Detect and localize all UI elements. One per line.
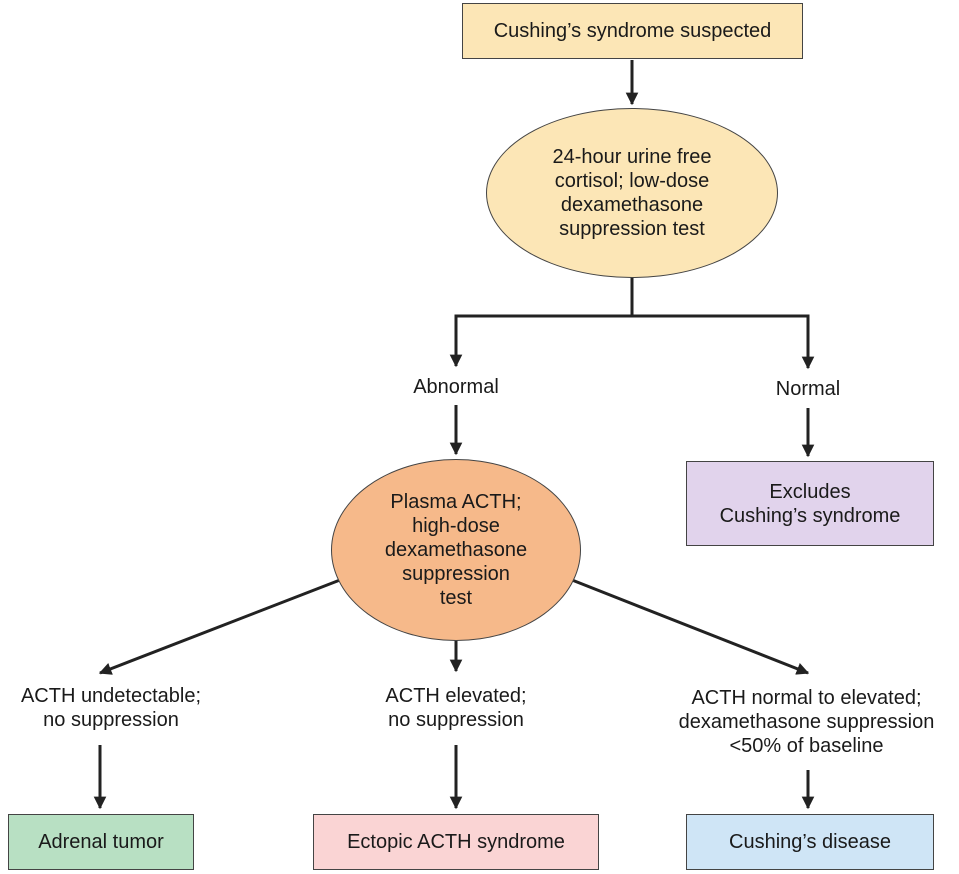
result-left-label: ACTH undetectable; no suppression bbox=[0, 680, 222, 736]
excludes-line-1: Cushing’s syndrome bbox=[719, 504, 901, 527]
high-dose-test-ellipse: Plasma ACTH; high-dose dexamethasone sup… bbox=[331, 459, 581, 641]
ectopic-acth-box: Ectopic ACTH syndrome bbox=[313, 814, 599, 870]
disease-line-0: Cushing’s disease bbox=[729, 831, 891, 853]
res-mid-line-0: ACTH elevated; bbox=[385, 685, 527, 707]
test2-line-0: Plasma ACTH; bbox=[390, 491, 522, 513]
res-right-line-1: dexamethasone suppression bbox=[678, 711, 935, 733]
test1-line-2: dexamethasone bbox=[560, 194, 704, 216]
arrow-test2-to-right bbox=[571, 578, 810, 675]
excludes-line-0: Excludes bbox=[769, 480, 851, 503]
start-box: Cushing’s syndrome suspected bbox=[462, 3, 803, 59]
ectopic-line-0: Ectopic ACTH syndrome bbox=[347, 831, 565, 853]
branch-test1-to-results bbox=[454, 314, 810, 365]
excludes-box: Excludes Cushing’s syndrome bbox=[686, 461, 934, 546]
test2-line-4: test bbox=[439, 587, 473, 609]
abnormal-line-0: Abnormal bbox=[413, 376, 499, 398]
res-right-line-0: ACTH normal to elevated; bbox=[691, 687, 922, 709]
test1-line-1: cortisol; low-dose bbox=[554, 170, 710, 192]
low-dose-test-ellipse: 24-hour urine free cortisol; low-dose de… bbox=[486, 108, 778, 278]
res-mid-line-1: no suppression bbox=[388, 709, 524, 731]
test2-line-3: suppression bbox=[402, 563, 510, 585]
test2-line-1: high-dose bbox=[412, 515, 500, 537]
res-right-line-2: <50% of baseline bbox=[729, 735, 884, 757]
abnormal-label: Abnormal bbox=[376, 372, 536, 402]
normal-label: Normal bbox=[738, 374, 878, 404]
adrenal-line-0: Adrenal tumor bbox=[38, 831, 164, 853]
result-mid-label: ACTH elevated; no suppression bbox=[346, 680, 566, 736]
result-right-label: ACTH normal to elevated; dexamethasone s… bbox=[654, 680, 959, 764]
res-left-line-1: no suppression bbox=[43, 709, 179, 731]
start-line-0: Cushing’s syndrome suspected bbox=[493, 20, 772, 42]
cushings-disease-box: Cushing’s disease bbox=[686, 814, 934, 870]
test1-line-0: 24-hour urine free bbox=[552, 146, 712, 168]
adrenal-tumor-box: Adrenal tumor bbox=[8, 814, 194, 870]
res-left-line-0: ACTH undetectable; bbox=[20, 685, 202, 707]
normal-line-0: Normal bbox=[775, 378, 841, 400]
arrow-test2-to-left bbox=[98, 578, 341, 675]
test1-line-3: suppression test bbox=[559, 218, 705, 240]
test2-line-2: dexamethasone bbox=[384, 539, 528, 561]
